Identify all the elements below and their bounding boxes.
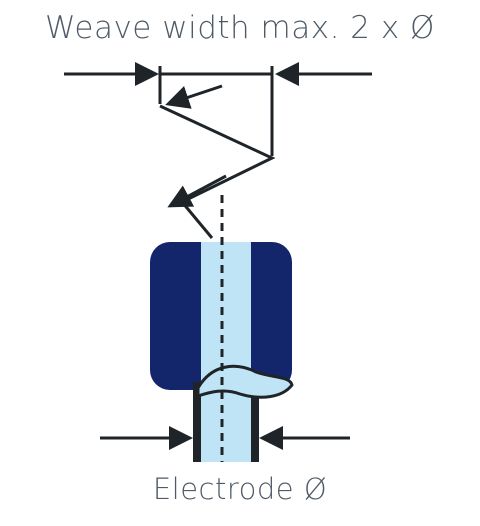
weave-direction-arrow-middle <box>167 174 227 208</box>
weave-direction-arrow-top <box>165 84 223 109</box>
weave-zigzag-path <box>159 104 276 239</box>
electrode-break-line <box>196 364 294 399</box>
weave-width-label: Weave width max. 2 x Ø <box>45 10 435 46</box>
electrode-core <box>201 242 251 462</box>
electrode-diameter-label: Electrode Ø <box>152 472 328 506</box>
